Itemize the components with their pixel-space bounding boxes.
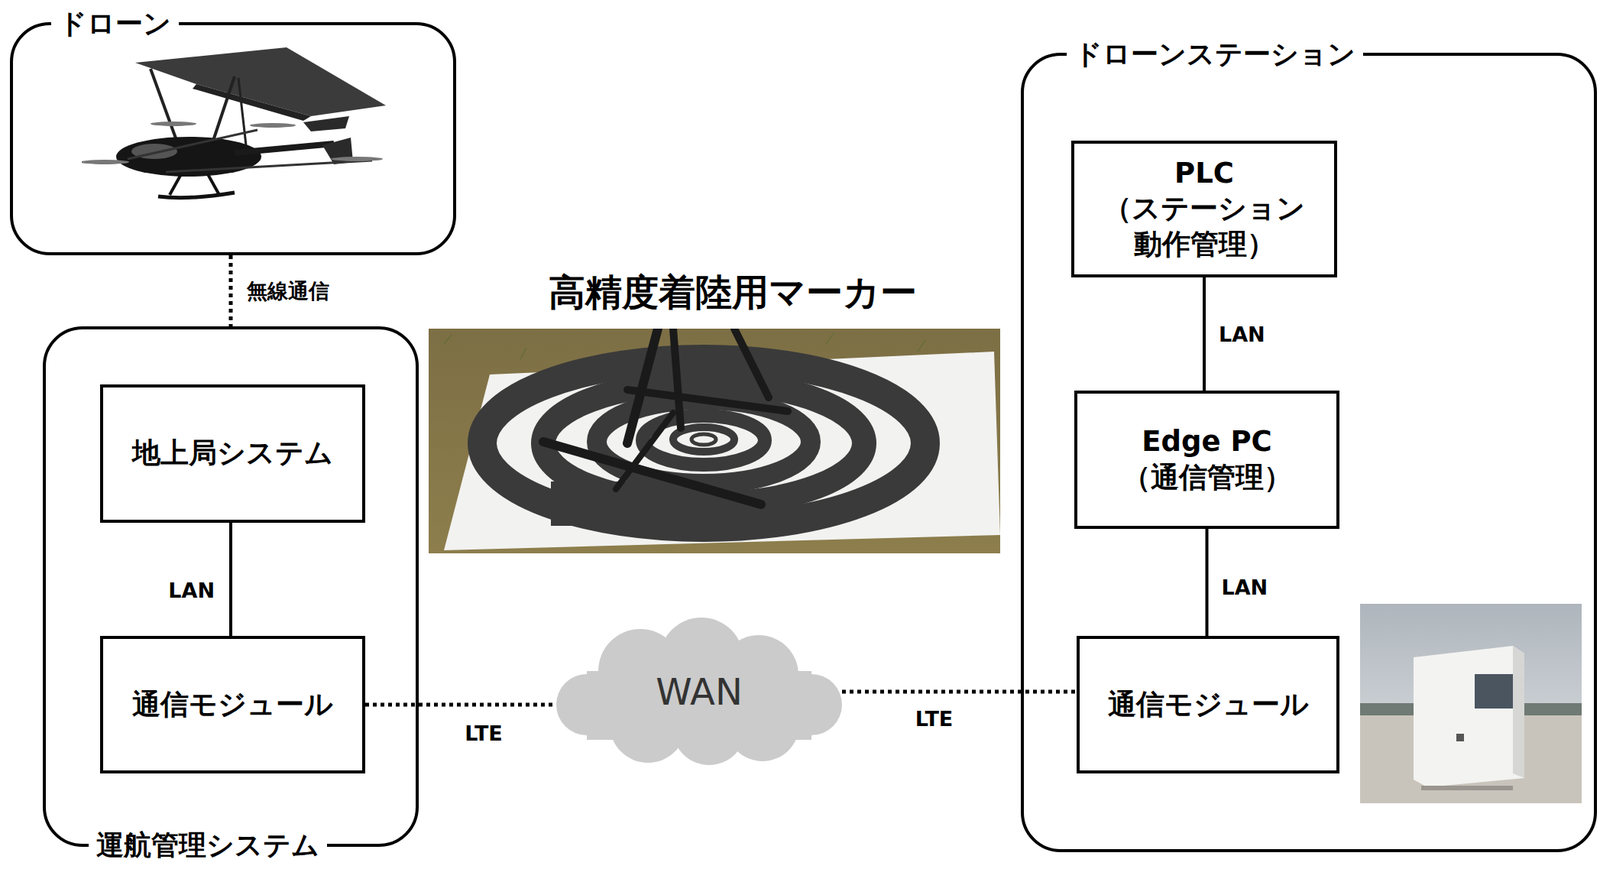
box-text: PLC（ステーション 動作管理） (1085, 155, 1324, 263)
box-text-line: （ステーション 動作管理） (1085, 191, 1324, 263)
drone-illustration (81, 30, 388, 220)
drone-station-photo (1360, 603, 1582, 804)
edge-label: LTE (913, 706, 956, 731)
box-text-line: Edge PC (1122, 424, 1293, 460)
box-text: 通信モジュール (1107, 686, 1309, 723)
edge-label: 無線通信 (244, 277, 332, 305)
drone-group: ドローン (9, 22, 457, 256)
process-box: Edge PC（通信管理） (1074, 390, 1340, 529)
process-box: 地上局システム (100, 384, 366, 523)
process-box: 通信モジュール (100, 635, 366, 774)
box-text-line: （通信管理） (1122, 459, 1293, 496)
edge-label: LAN (1216, 322, 1268, 347)
station-group: ドローンステーションPLC（ステーション 動作管理）Edge PC（通信管理）通… (1020, 52, 1597, 852)
box-text: Edge PC（通信管理） (1122, 424, 1293, 496)
process-box: 通信モジュール (1076, 635, 1340, 774)
wireless-link (365, 702, 557, 707)
landing-marker-photo (428, 328, 1001, 554)
lan-link (1202, 277, 1206, 391)
operations-group: 運航管理システム地上局システム通信モジュール (42, 326, 419, 847)
box-text: 地上局システム (132, 435, 334, 471)
box-text-line: 通信モジュール (1107, 686, 1309, 723)
box-text-line: PLC (1085, 155, 1324, 192)
group-heading: ドローンステーション (1066, 38, 1364, 70)
box-text-line: 通信モジュール (132, 686, 334, 723)
network-cloud: WAN (556, 617, 843, 766)
figure-title: 高精度着陸用マーカー (548, 268, 917, 318)
group-heading: ドローン (51, 8, 179, 39)
wireless-link (229, 255, 234, 327)
box-text-line: 地上局システム (132, 435, 334, 471)
process-box: PLC（ステーション 動作管理） (1071, 140, 1338, 278)
lan-link (229, 522, 233, 636)
wireless-link (842, 689, 1077, 694)
group-heading: 運航管理システム (88, 829, 328, 861)
edge-label: LTE (462, 721, 506, 745)
edge-label: LAN (1219, 575, 1271, 600)
box-text: 通信モジュール (132, 686, 334, 723)
lan-link (1205, 528, 1209, 636)
edge-label: LAN (165, 578, 218, 603)
cloud-label: WAN (655, 670, 743, 713)
